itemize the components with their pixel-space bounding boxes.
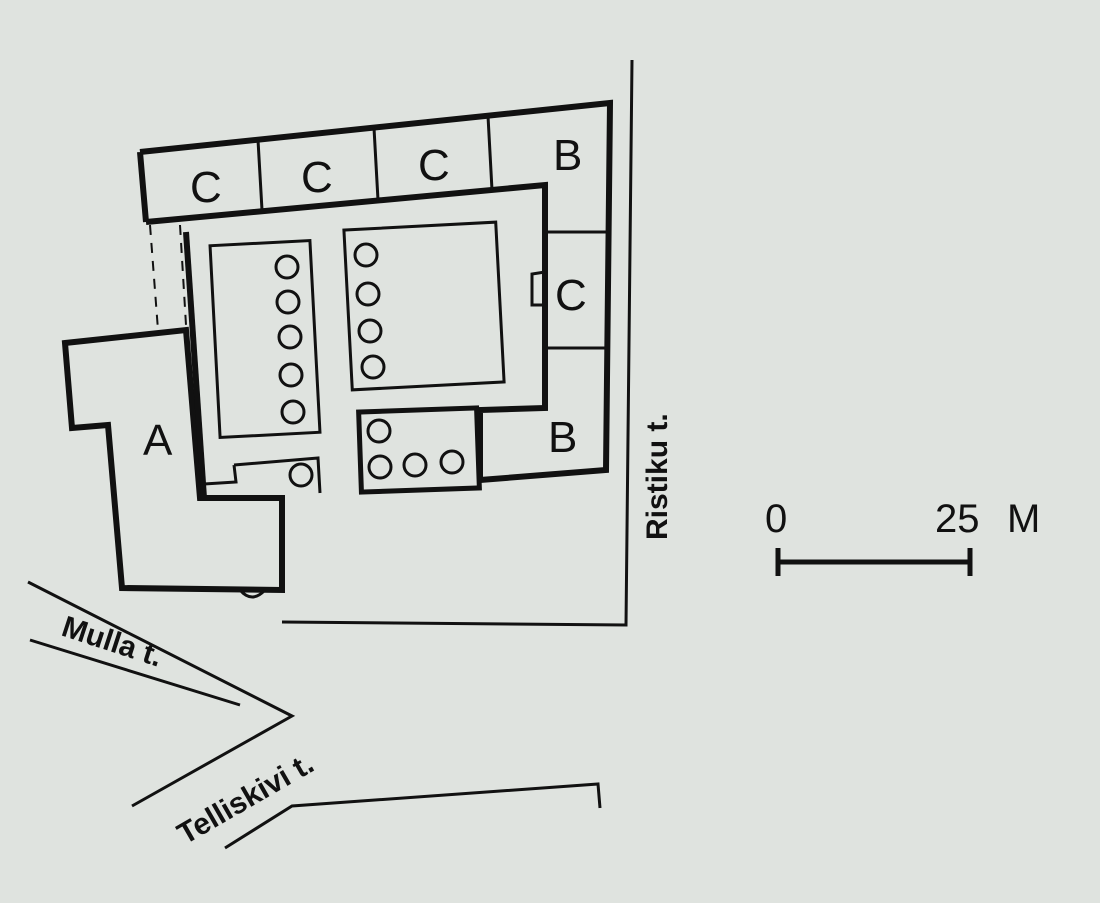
south-colonnade-block bbox=[356, 405, 482, 495]
sw-small-block bbox=[203, 456, 322, 494]
label-a: A bbox=[143, 416, 173, 465]
column bbox=[360, 354, 386, 380]
column bbox=[357, 318, 383, 344]
label-c-3: C bbox=[418, 141, 450, 190]
column bbox=[366, 418, 392, 444]
column bbox=[278, 362, 304, 388]
east-wall-notch bbox=[530, 270, 546, 307]
outer-building-outline bbox=[137, 99, 614, 483]
east-room-dividers bbox=[545, 230, 607, 350]
courtyard-west-wall bbox=[183, 231, 207, 499]
building-a-entrance bbox=[238, 588, 267, 599]
street-label-ristiku: Ristiku t. bbox=[641, 413, 674, 540]
column bbox=[288, 462, 314, 488]
site-boundary-line bbox=[281, 59, 634, 627]
label-c-1: C bbox=[190, 163, 222, 212]
building-a-outline bbox=[61, 326, 285, 594]
dashed-passage bbox=[149, 224, 187, 331]
scale-label-end: 25 bbox=[935, 497, 980, 541]
column bbox=[277, 324, 303, 350]
north-room-dividers bbox=[256, 115, 494, 211]
label-c-2: C bbox=[301, 153, 333, 202]
column bbox=[439, 449, 465, 475]
column bbox=[353, 242, 379, 268]
column bbox=[274, 254, 300, 280]
telliskivi-street-line bbox=[224, 782, 602, 850]
scale-label-start: 0 bbox=[765, 497, 787, 541]
scale-label-unit: M bbox=[1007, 497, 1040, 541]
column bbox=[355, 281, 381, 307]
column bbox=[402, 452, 428, 478]
label-b-south: B bbox=[548, 413, 577, 462]
column bbox=[280, 399, 306, 425]
label-b-north: B bbox=[553, 131, 582, 180]
column bbox=[367, 454, 393, 480]
west-colonnade-block bbox=[208, 238, 322, 440]
mulla-street-line bbox=[27, 580, 296, 808]
inner-courtyard-wall bbox=[145, 181, 548, 480]
label-c-east: C bbox=[555, 271, 587, 320]
column bbox=[275, 289, 301, 315]
east-colonnade-block bbox=[342, 220, 506, 392]
scale-bar bbox=[775, 548, 973, 576]
